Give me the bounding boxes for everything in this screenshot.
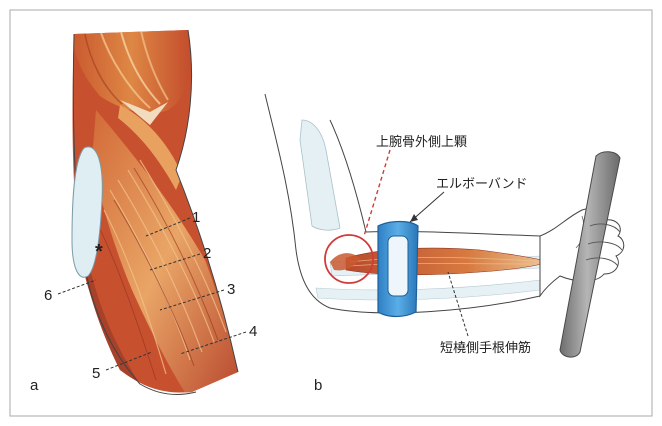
grip-bar [559,151,621,358]
annotation-band: エルボーバンド [436,177,528,192]
panel-b-illustration: 上腕骨外側上顆 エルボーバンド 短橈側手根伸筋 b [264,93,625,394]
epicondyle-leader [363,149,391,237]
panel-b-letter: b [314,377,322,394]
humerus-bone [299,119,341,231]
epicondyle-highlight [324,234,374,284]
label-2: 2 [203,245,211,262]
ecrb-muscle [345,247,552,276]
panel-a-illustration: * 1 2 3 4 5 6 a [30,29,257,395]
elbow-band [377,220,419,318]
label-4: 4 [249,323,257,340]
annotation-muscle: 短橈側手根伸筋 [440,340,531,356]
panel-a-letter: a [30,377,39,394]
annotation-epicondyle: 上腕骨外側上顆 [376,134,467,150]
figure-frame [9,9,653,417]
muscle-leader [447,271,469,337]
asterisk-marker: * [95,241,103,263]
label-3: 3 [227,281,235,298]
label-6: 6 [44,287,52,304]
label-5: 5 [92,365,100,382]
label-1: 1 [192,209,200,226]
olecranon-bone [71,146,103,278]
